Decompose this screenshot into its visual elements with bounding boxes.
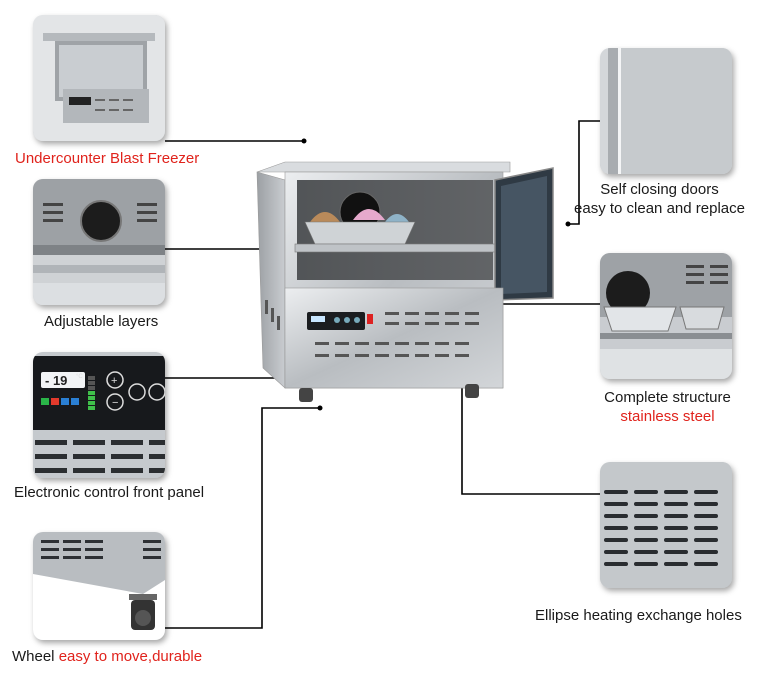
doors-caption-line1: Self closing doors — [600, 181, 719, 198]
structure-caption-line1: Complete structure — [604, 389, 731, 406]
wheel-thumbnail — [33, 532, 165, 640]
control-panel-caption: Electronic control front panel — [14, 484, 205, 501]
complete-structure-thumbnail — [600, 253, 732, 379]
wheel-caption-prefix: Wheel — [12, 648, 59, 665]
structure-caption-line2: stainless steel — [620, 408, 715, 425]
doors-caption-line2: easy to clean and replace — [574, 200, 745, 217]
complete-structure-caption: Complete structure stainless steel — [595, 388, 740, 426]
adjustable-layers-thumbnail — [33, 179, 165, 305]
adjustable-layers-caption: Adjustable layers — [44, 313, 159, 330]
panel-temperature-display: - 19 — [45, 373, 67, 388]
heating-exchange-holes-thumbnail — [600, 462, 732, 588]
undercounter-caption: Undercounter Blast Freezer — [15, 150, 200, 167]
self-closing-doors-thumbnail — [600, 48, 732, 174]
connector-wheel — [165, 407, 320, 629]
control-panel-thumbnail: - 19 °C + − — [33, 352, 165, 478]
wheel-caption-highlight: easy to move,durable — [58, 648, 203, 665]
svg-text:+: + — [111, 375, 117, 387]
undercounter-thumbnail — [33, 15, 165, 141]
connector-doors — [568, 120, 600, 225]
heating-exchange-holes-caption: Ellipse heating exchange holes — [535, 607, 742, 624]
svg-text:−: − — [112, 397, 118, 409]
self-closing-doors-caption: Self closing doors easy to clean and rep… — [567, 180, 752, 218]
wheel-caption: Wheel easy to move,durable — [12, 648, 202, 665]
connector-holes — [461, 356, 600, 495]
blast-freezer-illustration — [256, 161, 554, 402]
svg-text:°C: °C — [76, 374, 83, 380]
